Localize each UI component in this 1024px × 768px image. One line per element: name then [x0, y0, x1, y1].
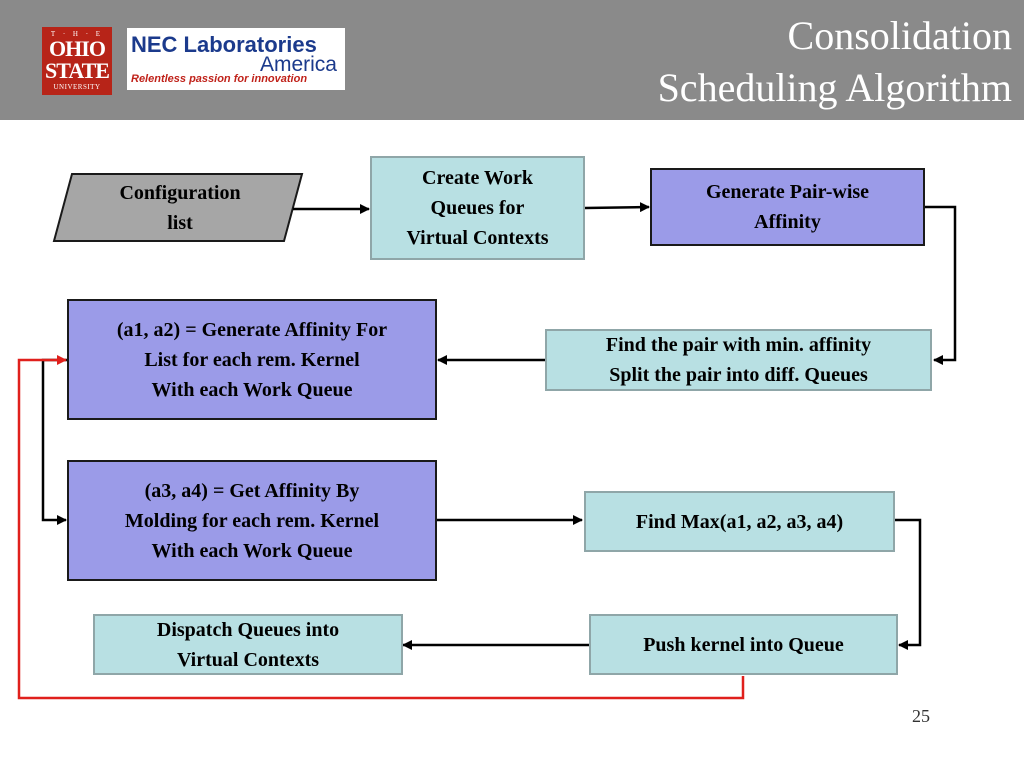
slide-header: T · H · E OHIO STATE UNIVERSITY NEC Labo… [0, 0, 1024, 120]
dispatch-queues-node: Dispatch Queues into Virtual Contexts [93, 614, 403, 675]
arrow-findmax-to-push [894, 518, 922, 650]
affinity-by-molding-node: (a3, a4) = Get Affinity By Molding for e… [67, 460, 437, 581]
push-kernel-node: Push kernel into Queue [589, 614, 898, 675]
find-max-node: Find Max(a1, a2, a3, a4) [584, 491, 895, 552]
arrow-create-to-pairwise [584, 202, 650, 213]
arrow-affinity-to-molding [41, 358, 68, 525]
ohio-state-logo: T · H · E OHIO STATE UNIVERSITY [42, 27, 112, 95]
arrow-loop-back-red [17, 355, 745, 700]
config-list-parallelogram [52, 173, 304, 242]
nec-laboratories-logo: NEC Laboratories America Relentless pass… [127, 28, 345, 90]
find-min-affinity-pair-node: Find the pair with min. affinity Split t… [545, 329, 932, 391]
generate-affinity-list-node: (a1, a2) = Generate Affinity For List fo… [67, 299, 437, 420]
arrow-pairwise-to-minpair [925, 205, 957, 365]
create-work-queues-node: Create Work Queues for Virtual Contexts [370, 156, 585, 260]
slide-title: Consolidation Scheduling Algorithm [657, 13, 1012, 110]
page-number: 25 [912, 706, 930, 726]
generate-pairwise-affinity-node: Generate Pair-wise Affinity [650, 168, 925, 246]
config-list-node: Configuration list [119, 181, 241, 234]
